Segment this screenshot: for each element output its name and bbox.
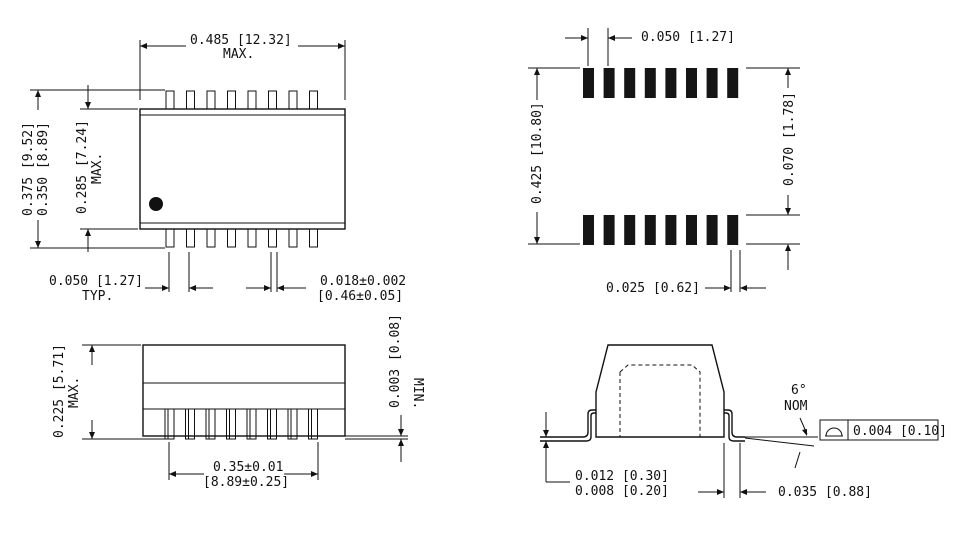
top-outer-height-2: 0.350 [8.89] [36, 122, 51, 216]
top-pitch-dim: 0.050 [1.27] [49, 274, 143, 289]
top-width-dim: 0.485 [12.32] [190, 33, 292, 48]
end-view: 0.012 [0.30] 0.008 [0.20] 0.035 [0.88] 6… [540, 344, 947, 500]
lead [309, 228, 318, 248]
top-lead-width-2: [0.46±0.05] [317, 289, 403, 304]
top-leads-upper [165, 90, 318, 110]
end-lead-thk-2: 0.008 [0.20] [575, 484, 669, 499]
top-view: 0.485 [12.32] MAX. 0.375 [9.52] 0.350 [8… [21, 33, 406, 304]
fp-pitch-dim: 0.050 [1.27] [641, 30, 735, 45]
lead [186, 90, 195, 110]
top-leads-lower [165, 228, 318, 248]
lead [205, 408, 216, 440]
lead [227, 90, 236, 110]
side-standoff: 0.003 [0.08] [388, 314, 403, 408]
side-view: 0.225 [5.71] MAX. 0.003 [0.08] MIN. 0.35… [52, 314, 425, 490]
side-leads [164, 408, 318, 440]
end-angle-note: NOM [784, 399, 808, 414]
lead [268, 228, 277, 248]
top-body-height-note: MAX. [90, 153, 105, 184]
lead [309, 90, 318, 110]
top-body-height: 0.285 [7.24] [75, 120, 90, 214]
top-lead-width-1: 0.018±0.002 [320, 274, 406, 289]
lead [287, 408, 298, 440]
pad [665, 68, 677, 98]
end-foot-length: 0.035 [0.88] [778, 485, 872, 500]
end-angle: 6° [791, 383, 807, 398]
lead [164, 408, 175, 440]
side-height-note: MAX. [67, 377, 82, 408]
pad [603, 68, 615, 98]
fp-row-span: 0.425 [10.80] [530, 102, 545, 204]
surface-profile-icon [825, 427, 843, 437]
lead [206, 90, 216, 110]
side-span-2: [8.89±0.25] [203, 475, 289, 490]
pin1-marker [149, 197, 163, 211]
fp-pad-length: 0.070 [1.78] [782, 92, 797, 186]
lead [288, 228, 298, 248]
lead [247, 90, 257, 110]
pad [665, 215, 677, 245]
pad [644, 215, 656, 245]
pad [603, 215, 615, 245]
lead [185, 408, 195, 440]
footprint-view: 0.050 [1.27] 0.425 [10.80] 0.070 [1.78] … [528, 28, 800, 296]
footprint-pads-upper [583, 68, 739, 98]
lead [308, 408, 318, 440]
pad [686, 68, 697, 98]
pad [624, 215, 636, 245]
lead [226, 408, 236, 440]
lead [268, 90, 277, 110]
top-width-note: MAX. [223, 47, 254, 62]
side-standoff-note: MIN. [410, 378, 425, 409]
lead [165, 228, 175, 248]
fp-pad-width: 0.025 [0.62] [606, 281, 700, 296]
pad [624, 68, 636, 98]
end-lead-thk-1: 0.012 [0.30] [575, 469, 669, 484]
pad [686, 215, 697, 245]
side-height-dim: 0.225 [5.71] [52, 344, 67, 438]
lead [246, 408, 257, 440]
pad [583, 215, 594, 245]
top-pitch-note: TYP. [82, 289, 113, 304]
end-coplanarity: 0.004 [0.10] [853, 424, 947, 439]
pad [583, 68, 594, 98]
lead [186, 228, 195, 248]
lead [288, 90, 298, 110]
lead [165, 90, 175, 110]
pad [644, 68, 656, 98]
side-span-1: 0.35±0.01 [213, 460, 283, 475]
top-outer-height-1: 0.375 [9.52] [21, 122, 36, 216]
coplanarity-frame [819, 419, 939, 441]
lead [227, 228, 236, 248]
pad [727, 215, 739, 245]
pad [727, 68, 739, 98]
footprint-pads-lower [583, 215, 739, 245]
pad [706, 215, 718, 245]
lead [247, 228, 257, 248]
pad [706, 68, 718, 98]
lead [267, 408, 277, 440]
lead [206, 228, 216, 248]
